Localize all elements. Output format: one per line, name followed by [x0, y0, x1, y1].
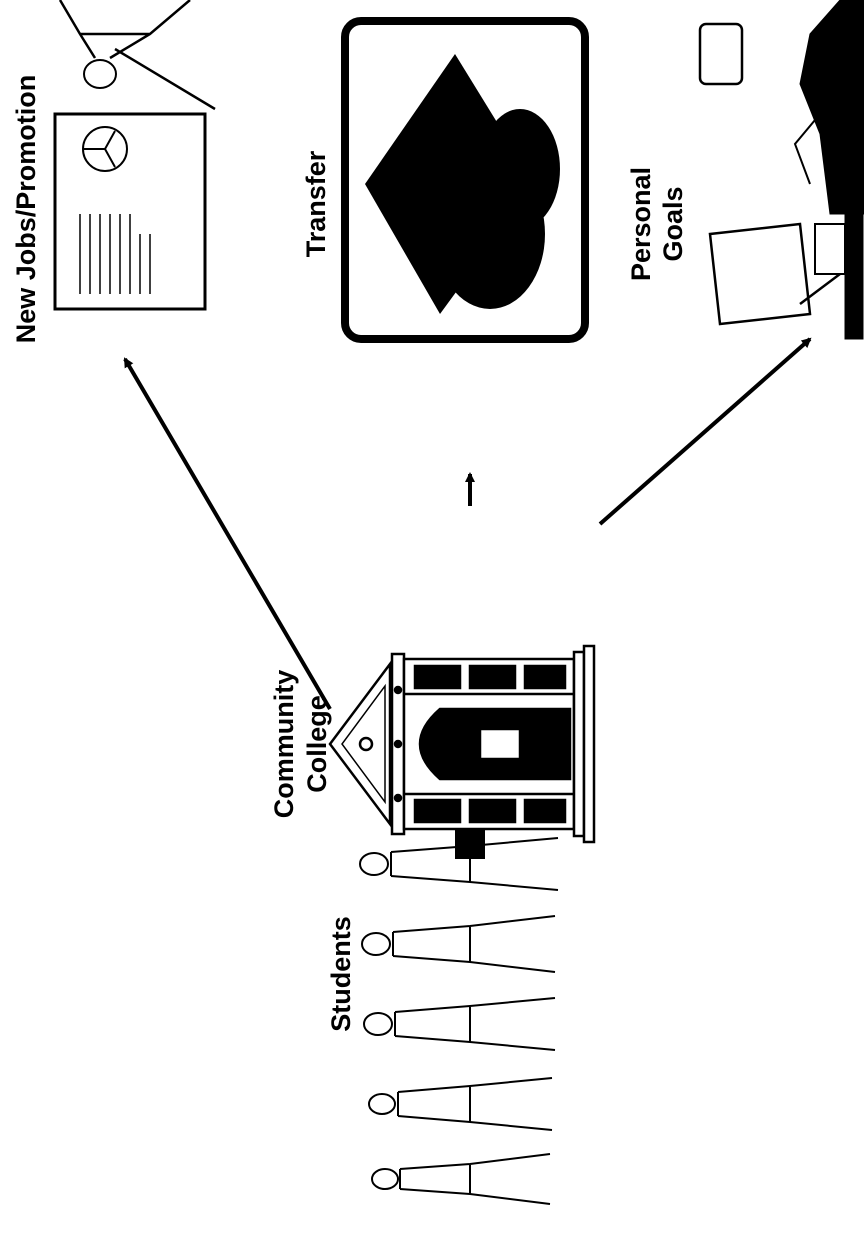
arrow-to-new-jobs-icon [123, 357, 332, 711]
personal-goals-label-line1: Personal [626, 167, 656, 281]
students-illustration [359, 837, 559, 1205]
student-figure-icon [368, 1077, 553, 1131]
college-label-line2: College [302, 695, 332, 793]
new-jobs-illustration [53, 0, 216, 311]
personal-goals-label-line2: Goals [658, 186, 688, 261]
personal-goals-illustration [698, 0, 864, 340]
student-figure-icon [361, 915, 556, 973]
student-figure-icon [371, 1153, 551, 1205]
community-college-building-icon [328, 644, 596, 844]
transfer-illustration [341, 17, 589, 343]
new-jobs-label: New Jobs/Promotion [11, 75, 41, 344]
student-figure-icon [363, 997, 556, 1051]
college-label-line1: Community [269, 670, 299, 819]
transfer-label: Transfer [301, 150, 331, 257]
arrow-to-personal-goals-icon [598, 337, 812, 526]
laptop-icon [708, 222, 812, 326]
students-label: Students [326, 916, 356, 1032]
